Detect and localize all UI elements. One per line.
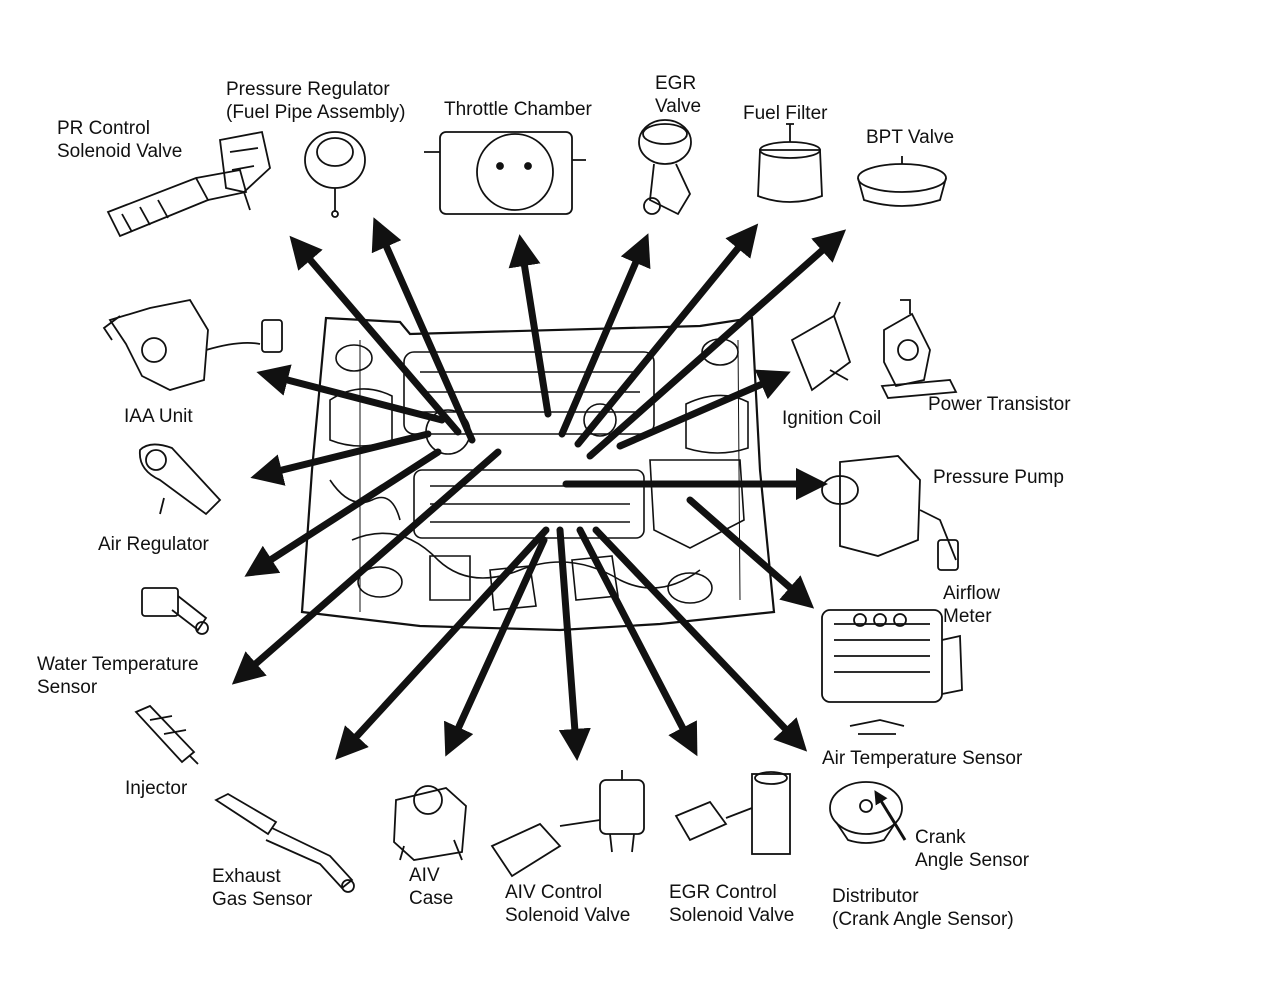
airflow-meter-icon [821,609,963,703]
water-temperature-sensor-icon [141,587,209,635]
crank-angle-pointer [874,790,907,841]
pr-control-valve-icon [106,168,248,238]
throttle-chamber-icon [424,131,586,215]
fuel-filter-icon [757,123,823,203]
label-distributor: Distributor(Crank Angle Sensor) [832,886,1014,930]
power-transistor-icon [880,299,958,399]
label-fuel-filter: Fuel Filter [743,103,828,124]
exhaust-gas-sensor-icon [214,792,355,893]
label-injector: Injector [125,778,188,799]
distributor-icon [829,781,903,844]
ignition-coil-icon [790,301,852,392]
label-throttle-chamber: Throttle Chamber [444,99,592,120]
callout-arrows [231,217,847,762]
label-pressure-regulator: Pressure Regulator(Fuel Pipe Assembly) [226,79,406,123]
component-illustrations [102,119,963,893]
fuel-pipe-assembly-icon [219,130,271,211]
pressure-pump-icon [821,455,959,571]
bpt-valve-icon [857,156,947,207]
label-air-regulator: Air Regulator [98,534,209,555]
pressure-regulator-icon [304,131,366,218]
label-power-transistor: Power Transistor [928,394,1071,415]
iaa-unit-icon [102,298,283,391]
air-regulator-icon [138,443,222,516]
label-air-temperature-sensor: Air Temperature Sensor [822,748,1023,769]
label-pressure-pump: Pressure Pump [933,467,1064,488]
aiv-case-icon [393,785,467,861]
label-iaa-unit: IAA Unit [124,406,193,427]
engine-bay-illustration [300,316,776,632]
injector-icon [134,704,199,765]
egr-valve-icon [638,119,692,216]
label-bpt-valve: BPT Valve [866,127,955,148]
egr-control-valve-icon [674,771,791,855]
air-temperature-sensor-icon [849,719,905,735]
label-ignition-coil: Ignition Coil [782,408,882,429]
aiv-control-valve-icon [490,770,645,878]
